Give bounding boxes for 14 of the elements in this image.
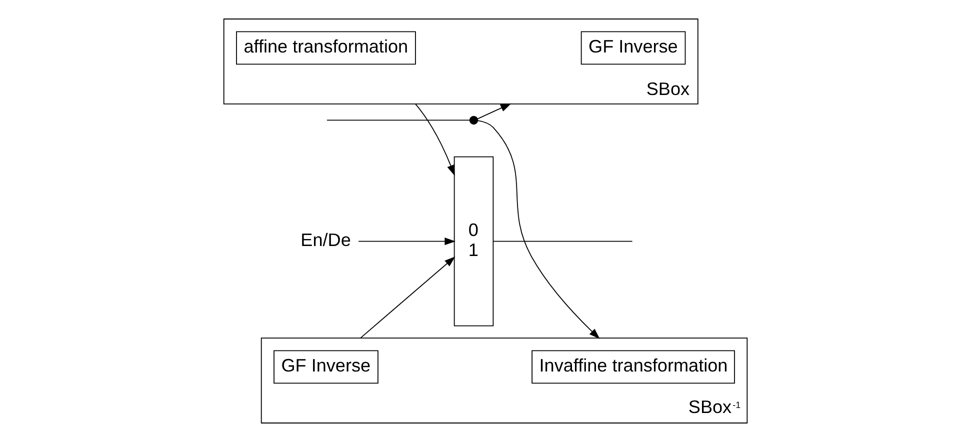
arrow bbox=[358, 238, 456, 246]
connector bbox=[492, 240, 633, 242]
arrow bbox=[477, 120, 600, 339]
arrow bbox=[360, 256, 456, 338]
arrow bbox=[477, 103, 512, 120]
node-box: GF Inverse bbox=[580, 31, 686, 65]
connector bbox=[326, 120, 470, 121]
node-box: Invaffine transformation bbox=[532, 350, 735, 384]
node-box: GF Inverse bbox=[274, 350, 378, 384]
node-text: En/De bbox=[300, 230, 351, 250]
node-box: affine transformation bbox=[236, 31, 416, 65]
node-circle bbox=[469, 116, 478, 125]
node-box: 0 1 bbox=[454, 156, 494, 326]
arrow bbox=[415, 104, 455, 176]
